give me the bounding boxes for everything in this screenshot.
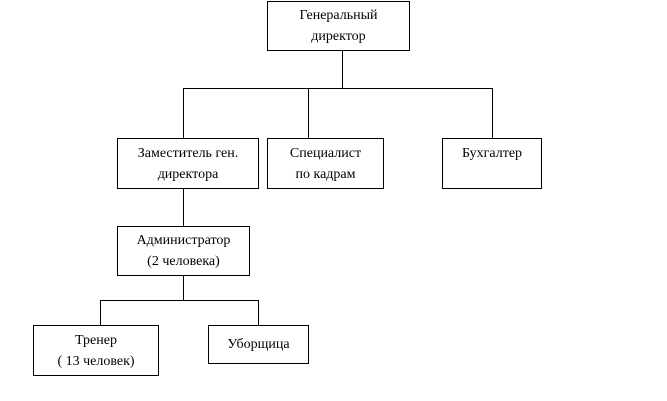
node-deputy-director: Заместитель ген. директора (117, 138, 259, 189)
node-general-director: Генеральный директор (267, 1, 410, 51)
node-cleaner-label: Уборщица (227, 337, 290, 352)
node-trainer: Тренер ( 13 человек) (33, 325, 159, 376)
node-cleaner: Уборщица (208, 325, 309, 364)
node-accountant: Бухгалтер (442, 138, 542, 189)
node-general-director-label: Генеральный директор (299, 8, 378, 44)
node-hr-specialist: Специалист по кадрам (267, 138, 384, 189)
node-administrator: Администратор (2 человека) (117, 226, 250, 276)
node-deputy-director-label: Заместитель ген. директора (137, 145, 239, 182)
node-administrator-label: Администратор (2 человека) (136, 233, 231, 269)
node-trainer-label: Тренер ( 13 человек) (57, 332, 135, 369)
node-accountant-label: Бухгалтер (461, 146, 523, 161)
node-hr-specialist-label: Специалист по кадрам (289, 145, 362, 182)
